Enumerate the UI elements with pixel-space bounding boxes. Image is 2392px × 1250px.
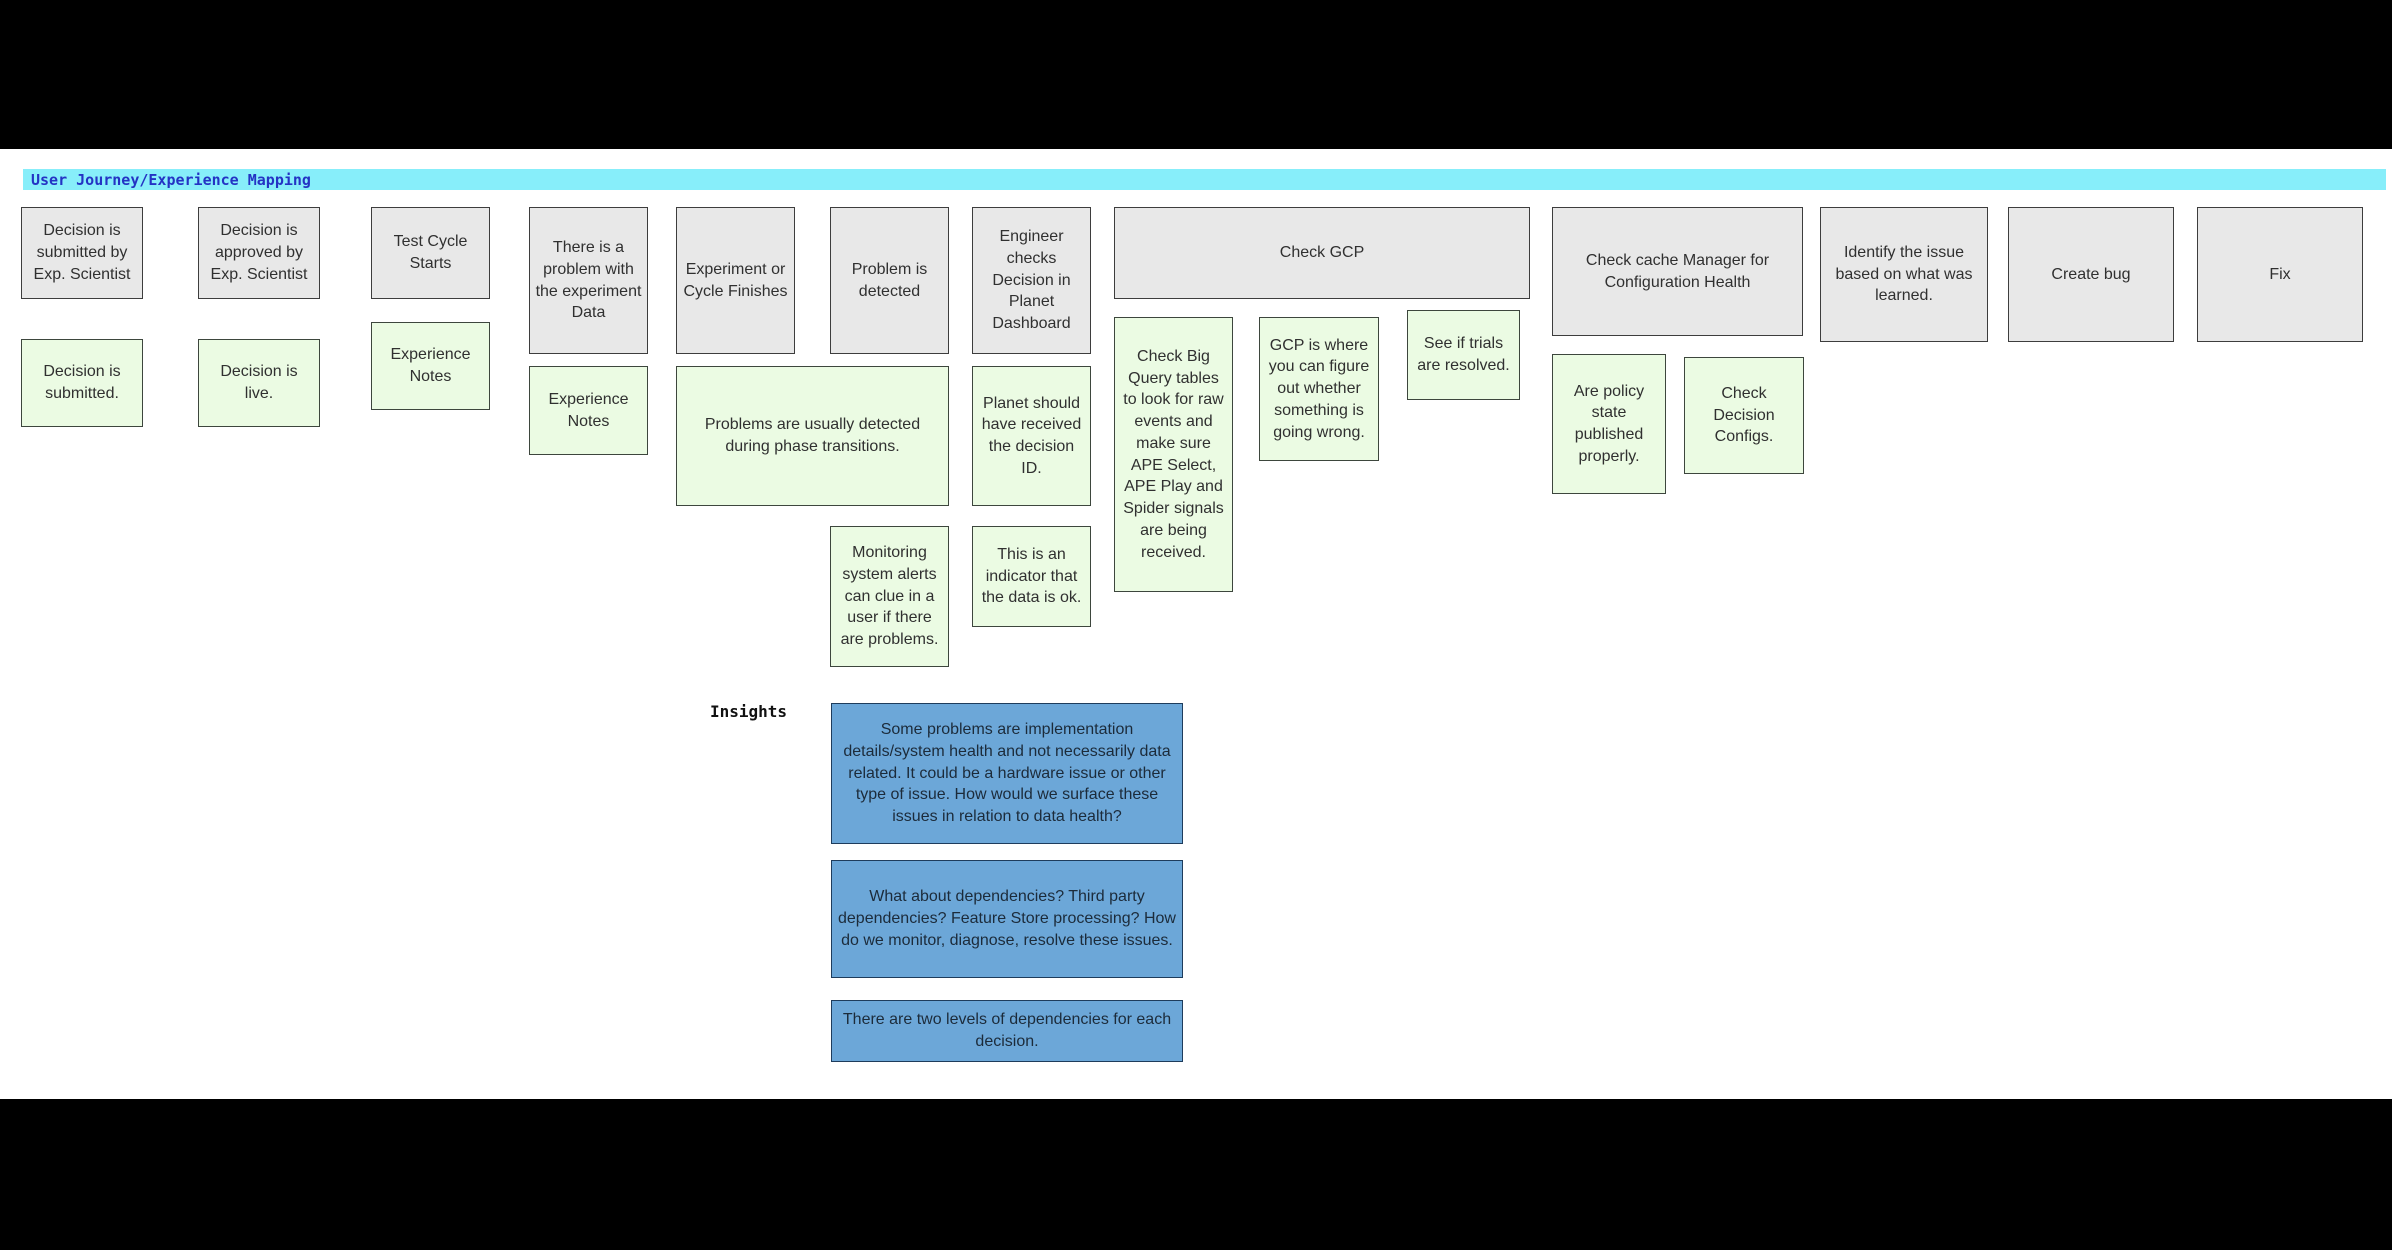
note-monitoring-system-alerts[interactable]: Monitoring system alerts can clue in a u… (830, 526, 949, 667)
stage-decision-submitted-by-scientist[interactable]: Decision is submitted by Exp. Scientist (21, 207, 143, 299)
stage-problem-is-detected[interactable]: Problem is detected (830, 207, 949, 354)
letterbox-bottom (0, 1099, 2392, 1250)
stage-test-cycle-starts[interactable]: Test Cycle Starts (371, 207, 490, 299)
stage-check-gcp[interactable]: Check GCP (1114, 207, 1530, 299)
board-title-bar[interactable]: User Journey/Experience Mapping (23, 169, 2386, 190)
note-problems-detected-phase-transitions[interactable]: Problems are usually detected during pha… (676, 366, 949, 506)
board-title: User Journey/Experience Mapping (31, 170, 311, 189)
stage-create-bug[interactable]: Create bug (2008, 207, 2174, 342)
note-check-decision-configs[interactable]: Check Decision Configs. (1684, 357, 1804, 474)
insights-label: Insights (710, 702, 788, 721)
note-decision-is-live[interactable]: Decision is live. (198, 339, 320, 427)
stage-check-cache-manager[interactable]: Check cache Manager for Configuration He… (1552, 207, 1803, 336)
note-check-big-query-tables[interactable]: Check Big Query tables to look for raw e… (1114, 317, 1233, 592)
note-policy-state-published[interactable]: Are policy state published properly. (1552, 354, 1666, 494)
stage-problem-with-experiment-data[interactable]: There is a problem with the experiment D… (529, 207, 648, 354)
stage-experiment-or-cycle-finishes[interactable]: Experiment or Cycle Finishes (676, 207, 795, 354)
note-experience-notes-1[interactable]: Experience Notes (371, 322, 490, 410)
stage-decision-approved-by-scientist[interactable]: Decision is approved by Exp. Scientist (198, 207, 320, 299)
letterbox-top (0, 0, 2392, 149)
note-gcp-figure-out-wrong[interactable]: GCP is where you can figure out whether … (1259, 317, 1379, 461)
stage-identify-the-issue[interactable]: Identify the issue based on what was lea… (1820, 207, 1988, 342)
note-experience-notes-2[interactable]: Experience Notes (529, 366, 648, 455)
note-see-if-trials-resolved[interactable]: See if trials are resolved. (1407, 310, 1520, 400)
note-indicator-data-is-ok[interactable]: This is an indicator that the data is ok… (972, 526, 1091, 627)
whiteboard-canvas: User Journey/Experience Mapping Decision… (0, 149, 2392, 1099)
insight-two-levels-of-dependencies[interactable]: There are two levels of dependencies for… (831, 1000, 1183, 1062)
insight-implementation-system-health[interactable]: Some problems are implementation details… (831, 703, 1183, 844)
note-planet-received-decision-id[interactable]: Planet should have received the decision… (972, 366, 1091, 506)
insight-dependencies-monitoring[interactable]: What about dependencies? Third party dep… (831, 860, 1183, 978)
note-decision-is-submitted[interactable]: Decision is submitted. (21, 339, 143, 427)
stage-fix[interactable]: Fix (2197, 207, 2363, 342)
stage-engineer-checks-planet-dashboard[interactable]: Engineer checks Decision in Planet Dashb… (972, 207, 1091, 354)
